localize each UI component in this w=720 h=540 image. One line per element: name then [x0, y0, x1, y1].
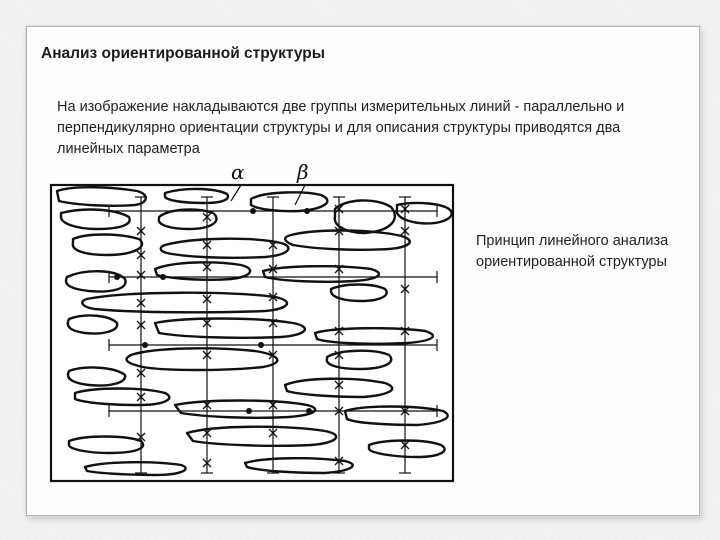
- structure-diagram-svg: α β: [49, 161, 455, 483]
- grain: [325, 349, 393, 371]
- grain: [64, 270, 127, 293]
- grain: [66, 366, 127, 387]
- slide: Анализ ориентированной структуры На изоб…: [26, 26, 700, 516]
- grain: [329, 283, 388, 303]
- grain: [59, 208, 131, 231]
- grain: [313, 327, 435, 345]
- grain: [173, 399, 317, 419]
- grain: [55, 186, 147, 207]
- grain: [159, 237, 290, 259]
- intersection-marks: [136, 204, 410, 468]
- beta-leader-line: [294, 184, 306, 206]
- oriented-grains: [55, 186, 453, 477]
- alpha-label: α: [231, 161, 245, 184]
- grain: [71, 233, 144, 257]
- grain: [125, 347, 279, 372]
- grain: [73, 387, 171, 407]
- grain: [283, 377, 394, 399]
- grain: [153, 261, 252, 281]
- grain: [284, 229, 411, 251]
- figure-caption: Принцип линейного анализа ориентированно…: [476, 233, 669, 270]
- structure-diagram: α β: [45, 161, 465, 507]
- alpha-leader-line: [230, 184, 242, 202]
- slide-title: Анализ ориентированной структуры: [41, 45, 325, 62]
- grain: [66, 314, 119, 335]
- grain: [185, 425, 338, 447]
- grain: [343, 405, 449, 427]
- grain: [153, 317, 307, 339]
- grain: [67, 435, 145, 455]
- grain: [83, 461, 187, 477]
- grain: [163, 187, 230, 205]
- grain: [157, 208, 218, 231]
- slide-body-text: На изображение накладываются две группы …: [57, 99, 625, 157]
- grain: [261, 265, 381, 283]
- grain: [81, 291, 289, 314]
- beta-label: β: [296, 161, 309, 184]
- grain: [249, 191, 329, 213]
- boundary-points: [114, 208, 312, 414]
- vertical-measuring-lines: [135, 196, 411, 474]
- grain: [367, 439, 446, 459]
- grain: [395, 201, 453, 225]
